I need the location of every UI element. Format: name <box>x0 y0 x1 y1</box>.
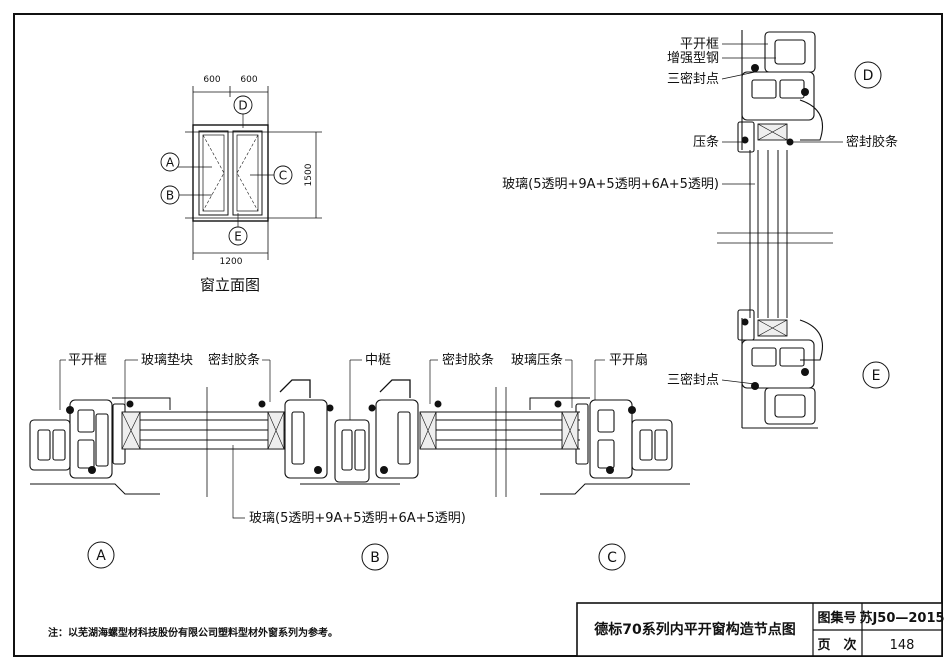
label-seal-strip-2: 密封胶条 <box>442 352 494 368</box>
label-h-glass: 玻璃(5透明+9A+5透明+6A+5透明) <box>249 511 466 526</box>
atlas-number-label: 图集号 <box>817 610 856 626</box>
svg-text:A: A <box>96 548 106 564</box>
label-v-frame: 平开框 <box>680 37 719 52</box>
svg-text:D: D <box>238 99 247 113</box>
elevation-callout-c: C <box>273 165 293 185</box>
horizontal-section-drawing <box>29 359 690 519</box>
label-v-seal-strip: 密封胶条 <box>846 134 898 150</box>
label-h-frame: 平开框 <box>68 353 107 368</box>
svg-text:E: E <box>872 368 881 384</box>
label-v-bead: 压条 <box>693 134 719 150</box>
label-seal-strip-1: 密封胶条 <box>208 352 260 368</box>
label-v-steel: 增强型钢 <box>667 51 719 66</box>
svg-text:B: B <box>370 550 380 566</box>
title-block <box>576 602 943 657</box>
elevation-callout-a: A <box>160 152 180 172</box>
label-glazing-bead: 玻璃压条 <box>511 352 563 368</box>
window-elevation <box>175 86 322 260</box>
sheet-border <box>13 13 943 657</box>
elevation-callout-e: E <box>228 226 248 246</box>
section-marker-b: B <box>361 543 389 571</box>
atlas-number-value: 苏J50—2015 <box>859 610 944 626</box>
elevation-callout-d: D <box>233 95 253 115</box>
dim-bottom: 1200 <box>220 257 243 267</box>
label-sash: 平开扇 <box>609 352 648 368</box>
label-v-triple-seal-top: 三密封点 <box>667 71 719 87</box>
svg-text:E: E <box>234 230 242 244</box>
section-marker-c: C <box>598 543 626 571</box>
svg-text:C: C <box>279 169 287 183</box>
svg-text:A: A <box>166 156 175 170</box>
svg-text:D: D <box>863 68 874 84</box>
dim-top-right: 600 <box>240 75 257 85</box>
drawing-title: 德标70系列内平开窗构造节点图 <box>594 621 795 638</box>
label-v-triple-seal-bottom: 三密封点 <box>667 372 719 388</box>
section-marker-e: E <box>862 361 890 389</box>
section-marker-a: A <box>87 541 115 569</box>
dim-right: 1500 <box>304 163 314 186</box>
label-v-glass: 玻璃(5透明+9A+5透明+6A+5透明) <box>502 177 719 192</box>
label-mullion: 中梃 <box>365 353 391 368</box>
page-label: 页 次 <box>817 637 856 653</box>
vertical-section-drawing <box>717 30 843 429</box>
svg-text:C: C <box>607 550 617 566</box>
elevation-callout-b: B <box>160 185 180 205</box>
svg-text:B: B <box>166 189 174 203</box>
page-number: 148 <box>890 638 915 653</box>
label-glass-block: 玻璃垫块 <box>141 352 193 368</box>
dim-top-left: 600 <box>203 75 220 85</box>
footer-note: 注：以芜湖海螺型材科技股份有限公司塑料型材外窗系列为参考。 <box>48 626 338 639</box>
elevation-caption: 窗立面图 <box>200 276 260 294</box>
section-marker-d: D <box>854 61 882 89</box>
